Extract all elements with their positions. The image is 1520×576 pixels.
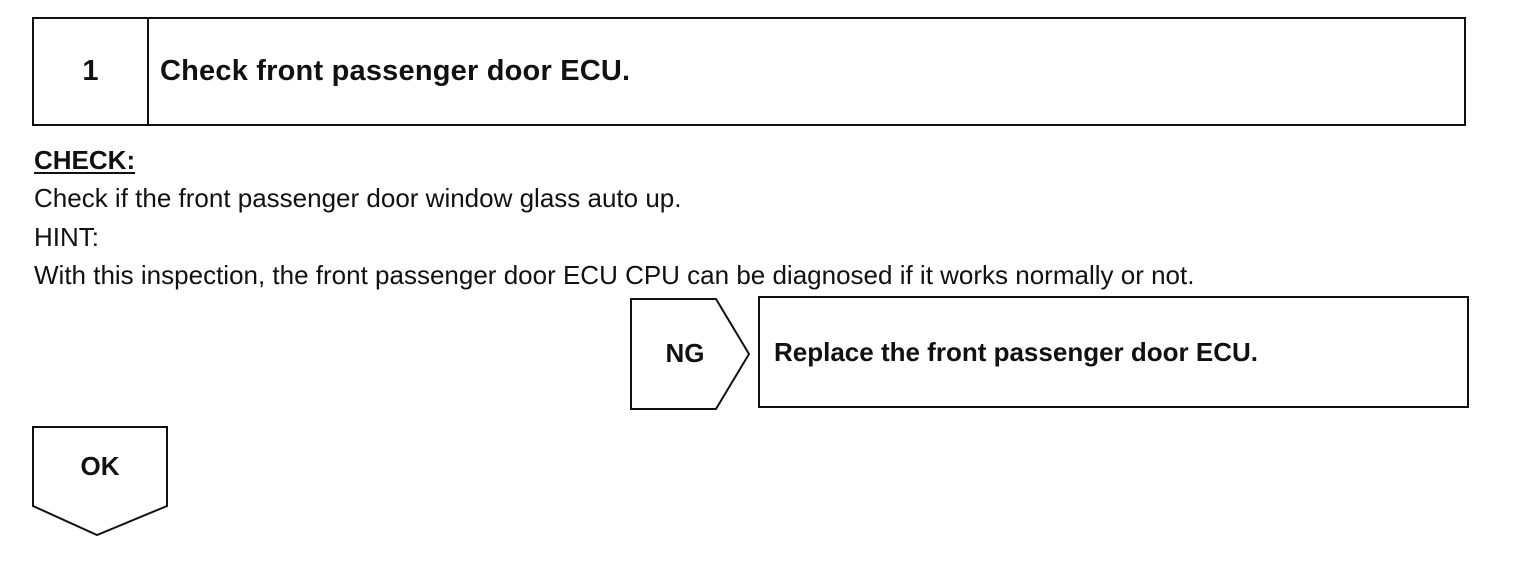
ng-action-box: Replace the front passenger door ECU.	[758, 296, 1469, 408]
ng-arrow-shape	[630, 298, 751, 410]
ok-arrow-shape	[32, 426, 168, 537]
check-instruction: Check if the front passenger door window…	[34, 183, 682, 213]
hint-label: HINT:	[34, 222, 99, 252]
ng-label: NG	[665, 337, 705, 368]
step-header: 1 Check front passenger door ECU.	[32, 17, 1466, 126]
check-heading: CHECK:	[34, 145, 136, 175]
ok-label: OK	[80, 450, 120, 481]
step-title: Check front passenger door ECU.	[160, 55, 631, 87]
ng-action-text: Replace the front passenger door ECU.	[774, 336, 1258, 367]
hint-text: With this inspection, the front passenge…	[34, 260, 1195, 290]
step-number: 1	[34, 19, 149, 124]
